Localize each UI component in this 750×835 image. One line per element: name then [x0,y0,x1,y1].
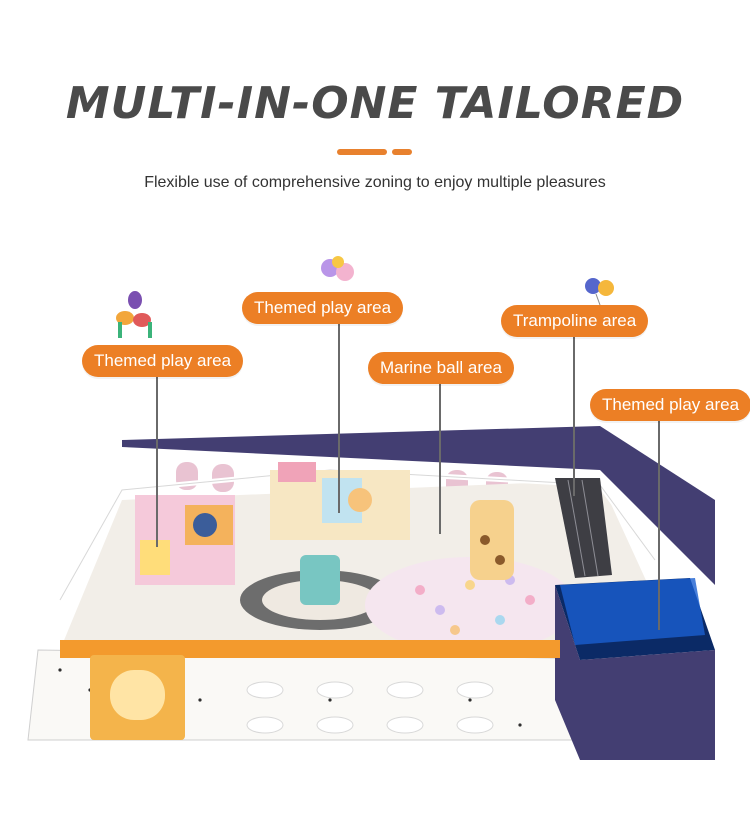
trampoline-lanes [555,478,612,578]
ball-pit [365,557,575,653]
callout-line [439,384,441,534]
callout-line [658,420,660,630]
accent-bar-long [337,149,387,155]
balls [415,575,535,635]
callout-themed-play-area-center: Themed play area [242,292,404,324]
page-subtitle: Flexible use of comprehensive zoning to … [144,174,606,191]
callout-themed-play-area-right: Themed play area [590,389,750,421]
callout-trampoline-area: Trampoline area [501,305,649,337]
right-wall [600,426,715,585]
balloon-dog-icon [116,291,152,338]
callout-line [573,336,575,496]
back-wall [122,426,600,470]
balloons-icon [585,278,614,306]
dining-tables [246,681,494,734]
page-title: MULTI-IN-ONE TAILORED [65,78,685,129]
balloons-icon [321,256,354,281]
front-counter [60,640,560,658]
slide [470,500,514,580]
callout-themed-play-area-left: Themed play area [82,345,244,377]
callout-marine-ball-area: Marine ball area [368,352,514,384]
callout-line [338,323,340,513]
callout-line [156,377,158,547]
accent-bar-short [392,149,412,155]
